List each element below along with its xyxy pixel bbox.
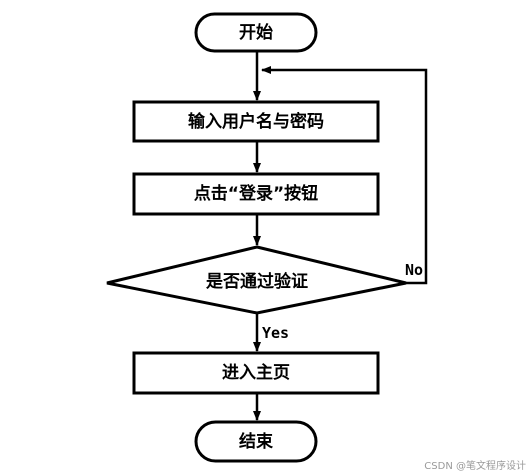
node-click-login: 点击“登录”按钮 — [132, 172, 380, 216]
edge-verify-no-loop — [261, 66, 428, 285]
edge-yes-label: Yes — [262, 324, 289, 342]
watermark-text: CSDN @笔文程序设计 — [424, 459, 526, 472]
node-input-credentials: 输入用户名与密码 — [132, 100, 380, 143]
node-enter-home-label: 进入主页 — [222, 362, 290, 383]
node-input-credentials-label: 输入用户名与密码 — [188, 111, 324, 132]
node-start: 开始 — [194, 12, 318, 53]
node-start-label: 开始 — [239, 22, 273, 43]
node-verify: 是否通过验证 — [106, 245, 407, 315]
node-enter-home: 进入主页 — [132, 351, 380, 395]
edge-no-label: No — [405, 261, 423, 279]
node-click-login-label: 点击“登录”按钮 — [194, 183, 318, 204]
node-verify-label: 是否通过验证 — [206, 271, 308, 292]
node-end-label: 结束 — [239, 431, 273, 452]
node-end: 结束 — [194, 420, 318, 463]
